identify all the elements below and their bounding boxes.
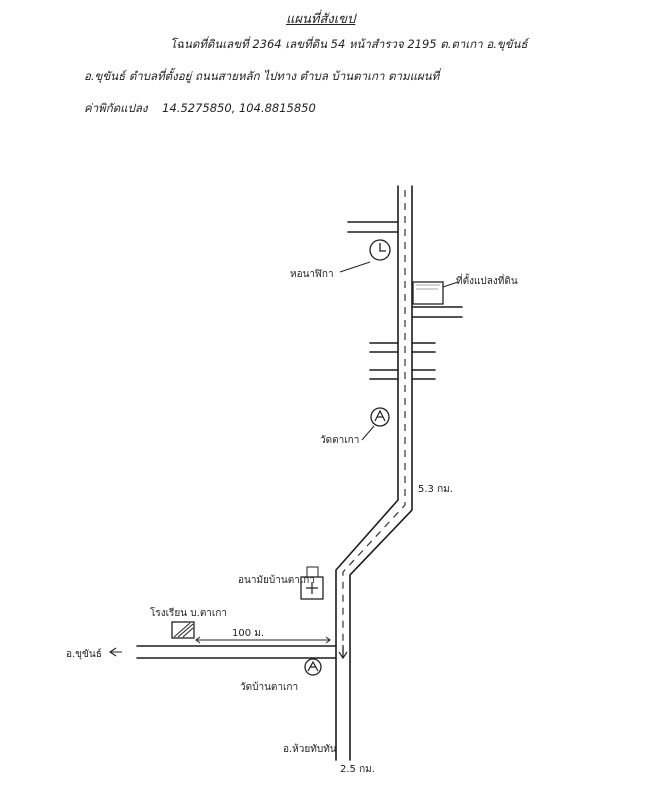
side-road-plot <box>411 306 463 318</box>
land-plot-icon <box>412 281 459 305</box>
distance-road-label: 5.3 กม. <box>418 484 453 495</box>
to-west-label: อ.ขุขันธ์ <box>66 648 102 660</box>
school-icon <box>171 621 195 639</box>
temple-south-icon <box>304 658 322 676</box>
clock-tower-label: หอนาฬิกา <box>290 268 334 280</box>
road-west <box>109 645 337 659</box>
side-road-north <box>347 221 399 233</box>
deed-info-line: โฉนดที่ดินเลขที่ 2364 เลขที่ดิน 54 หน้าส… <box>170 37 528 51</box>
clock-icon <box>339 239 391 273</box>
to-south-label: อ.ห้วยทับทัน <box>283 743 337 755</box>
temple-south-label: วัดบ้านตาเกา <box>240 681 298 693</box>
coordinates-line: ค่าพิกัดแปลง 14.5275850, 104.8815850 <box>84 100 316 118</box>
cross-road-1 <box>369 342 436 353</box>
health-center-label: อนามัยบ้านตาเกา <box>238 574 315 586</box>
coordinates-label: ค่าพิกัดแปลง <box>84 101 148 115</box>
location-description-line: อ.ขุขันธ์ ตำบลที่ตั้งอยู่ ถนนสายหลัก ไปท… <box>84 69 440 83</box>
coordinates-value: 14.5275850, 104.8815850 <box>162 101 316 115</box>
temple-north-label: วัดตาเกา <box>320 435 359 446</box>
map-title: แผนที่สังเขป <box>286 12 356 27</box>
health-center-icon <box>300 566 324 600</box>
cross-road-2 <box>369 369 436 380</box>
temple-icon <box>361 407 390 441</box>
distance-arrow-west <box>195 636 331 644</box>
main-road <box>335 185 413 761</box>
distance-south-label: 2.5 กม. <box>340 764 375 775</box>
school-label: โรงเรียน บ.ตาเกา <box>150 606 227 619</box>
distance-west-label: 100 ม. <box>232 628 264 639</box>
plot-site-label: ที่ตั้งแปลงที่ดิน <box>456 273 518 287</box>
